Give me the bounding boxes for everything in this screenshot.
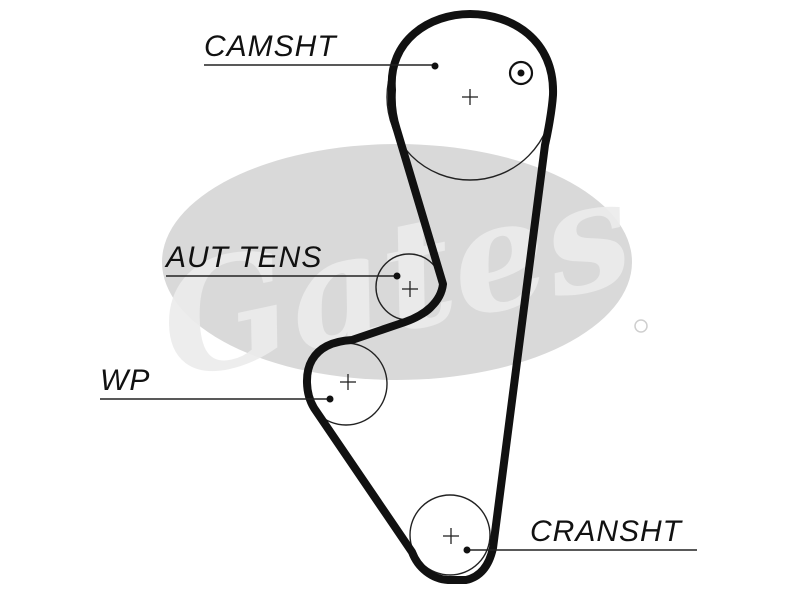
tensioner-leader-dot xyxy=(393,272,401,280)
watermark-ellipse xyxy=(162,144,632,380)
water-pump-leader-dot xyxy=(326,395,334,403)
timing-mark-ring-icon xyxy=(508,60,534,86)
water-pump-callout: WP xyxy=(100,364,334,403)
camshaft-label: CAMSHT xyxy=(204,30,338,63)
camshaft-callout: CAMSHT xyxy=(204,30,439,70)
crankshaft-label: CRANSHT xyxy=(530,515,684,548)
tensioner-callout: AUT TENS xyxy=(164,241,401,280)
camshaft-leader-dot xyxy=(431,62,439,70)
crankshaft-callout: CRANSHT xyxy=(463,515,697,554)
water-pump-label: WP xyxy=(100,364,150,397)
crankshaft-pulley-circle xyxy=(409,494,491,576)
timing-belt xyxy=(303,10,558,584)
tensioner-label: AUT TENS xyxy=(164,241,322,274)
crankshaft-pulley xyxy=(409,494,491,576)
timing-mark-dot-icon xyxy=(517,69,525,77)
crankshaft-leader-dot xyxy=(463,546,471,554)
registered-mark-icon xyxy=(634,319,648,333)
